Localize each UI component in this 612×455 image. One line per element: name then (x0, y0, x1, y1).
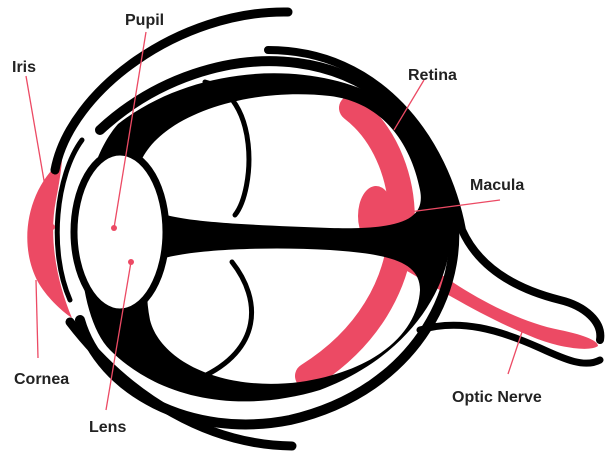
macula-dot (391, 211, 397, 217)
retina-label: Retina (408, 67, 457, 84)
iris-label: Iris (12, 59, 36, 76)
macula-label: Macula (470, 177, 524, 194)
cornea-label: Cornea (14, 371, 69, 388)
iris-dot (49, 224, 55, 230)
cornea-leader (36, 280, 38, 358)
lens-dot (128, 259, 134, 265)
optic-nerve-label: Optic Nerve (452, 389, 542, 406)
lens-label: Lens (89, 419, 126, 436)
pupil-dot (111, 225, 117, 231)
optic-nerve-dot (520, 326, 526, 332)
pupil-label: Pupil (125, 12, 164, 29)
lens-shape (74, 152, 166, 312)
lower-chamber-line (200, 262, 252, 378)
